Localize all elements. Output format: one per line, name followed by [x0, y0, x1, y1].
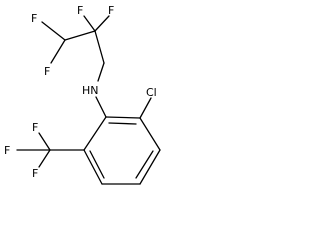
bond-c2-f4 [94, 15, 110, 32]
bond-c1-f1 [41, 21, 66, 41]
bond-n-ring [95, 96, 107, 118]
atom-labels: F F F F HN Cl F F F [4, 4, 157, 180]
atom-f3: F [77, 4, 83, 17]
bonds [16, 15, 161, 185]
atom-nh: HN [82, 84, 99, 97]
bond-c1-c2 [64, 30, 96, 41]
bond-c2-c3 [94, 30, 105, 64]
ring-double-1 [108, 122, 137, 125]
bond-c2-f3 [83, 15, 96, 32]
atom-f4: F [108, 4, 114, 17]
ring-bond-3 [139, 149, 161, 185]
atom-f2: F [44, 65, 50, 78]
bond-ring-cl [139, 97, 152, 119]
atom-f5: F [32, 121, 38, 134]
ring-bond-1 [105, 116, 141, 119]
bond-cf3-f7 [38, 149, 51, 168]
atom-f7: F [32, 167, 38, 180]
bond-cf3-f5 [38, 132, 51, 151]
molecule-diagram: F F F F HN Cl F F F [4, 4, 161, 185]
ring-bond-5 [83, 149, 103, 185]
bond-c3-n [97, 62, 105, 82]
ring-double-2 [135, 150, 154, 179]
ring-bond-6 [83, 116, 107, 151]
structure-canvas: F F F F HN Cl F F F [4, 4, 161, 185]
atom-cl: Cl [146, 86, 157, 99]
bond-c1-f2 [50, 39, 66, 64]
ring-double-3 [89, 150, 105, 179]
ring-bond-2 [139, 117, 161, 151]
atom-f1: F [31, 12, 37, 25]
atom-f6: F [4, 144, 10, 157]
